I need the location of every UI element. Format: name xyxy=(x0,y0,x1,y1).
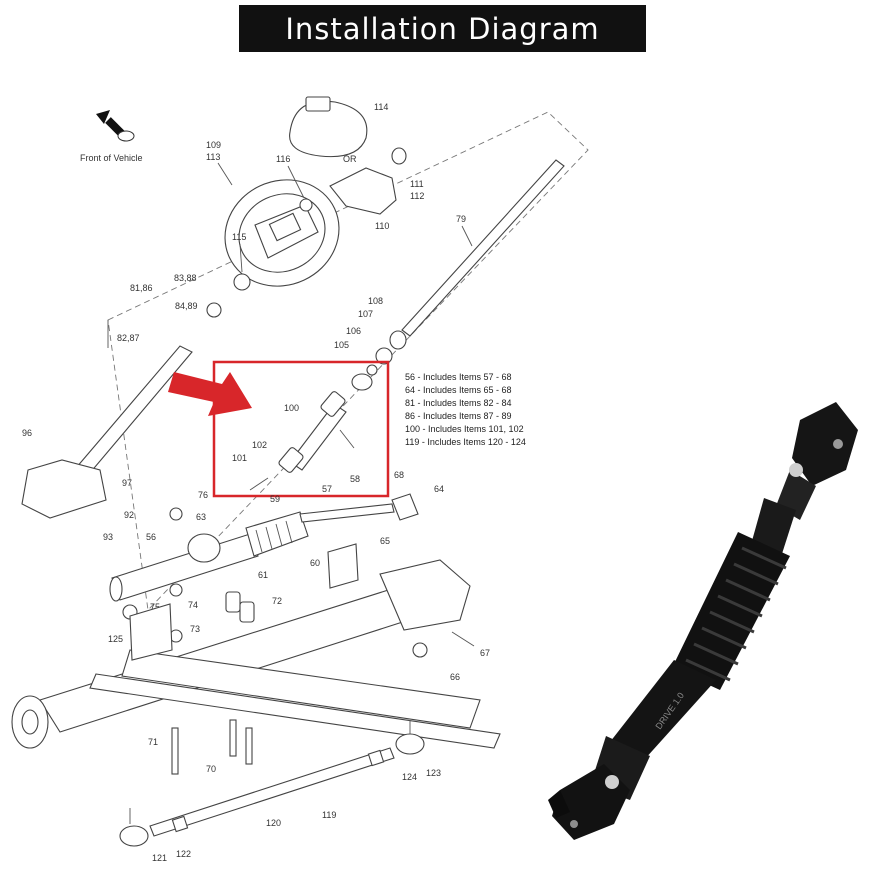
label-114: 114 xyxy=(374,102,388,112)
label-75: 75 xyxy=(150,602,160,612)
label-120: 120 xyxy=(266,818,281,828)
label-71: 71 xyxy=(148,737,158,747)
dashed-boundary xyxy=(107,111,589,611)
label-119: 119 xyxy=(322,810,336,820)
horn-ring xyxy=(391,147,407,165)
label-67: 67 xyxy=(480,648,490,658)
front-axle xyxy=(11,543,501,749)
snap-ring xyxy=(351,373,373,391)
label-102: 102 xyxy=(252,440,267,450)
label-109: 109 xyxy=(206,140,221,150)
label-96: 96 xyxy=(22,428,32,438)
tie-rod xyxy=(119,733,425,847)
label-93: 93 xyxy=(103,532,113,542)
label-107: 107 xyxy=(358,309,373,319)
label-84-89: 84,89 xyxy=(175,301,198,311)
label-66: 66 xyxy=(450,672,460,682)
washer xyxy=(366,364,378,376)
title-banner: Installation Diagram xyxy=(239,5,646,52)
front-of-vehicle-label: Front of Vehicle xyxy=(80,153,143,163)
title-text: Installation Diagram xyxy=(285,11,600,46)
bushing xyxy=(375,347,393,365)
bearing xyxy=(206,302,222,318)
label-56: 56 xyxy=(146,532,156,542)
note-line: 100 - Includes Items 101, 102 xyxy=(405,424,524,434)
includes-notes: 56 - Includes Items 57 - 68 64 - Include… xyxy=(405,372,526,447)
note-line: 81 - Includes Items 82 - 84 xyxy=(405,398,512,408)
label-121: 121 xyxy=(152,853,167,863)
label-76: 76 xyxy=(198,490,208,500)
label-59: 59 xyxy=(270,494,280,504)
note-line: 119 - Includes Items 120 - 124 xyxy=(405,437,526,447)
steering-shaft xyxy=(401,159,565,337)
label-110: 110 xyxy=(375,221,389,231)
column-bracket xyxy=(21,459,107,519)
label-64: 64 xyxy=(434,484,444,494)
o-ring xyxy=(389,330,407,350)
label-112: 112 xyxy=(410,191,424,201)
label-57: 57 xyxy=(322,484,332,494)
label-100: 100 xyxy=(284,403,299,413)
label-97: 97 xyxy=(122,478,132,488)
label-60: 60 xyxy=(310,558,320,568)
note-line: 64 - Includes Items 65 - 68 xyxy=(405,385,512,395)
label-108: 108 xyxy=(368,296,383,306)
label-106: 106 xyxy=(346,326,361,336)
steering-rack xyxy=(109,493,419,602)
label-61: 61 xyxy=(258,570,268,580)
label-79: 79 xyxy=(456,214,466,224)
mounting-plate xyxy=(329,167,397,215)
label-82-87: 82,87 xyxy=(117,333,140,343)
horn-cap xyxy=(289,96,368,158)
label-113: 113 xyxy=(206,152,220,162)
label-83-88: 83,88 xyxy=(174,273,197,283)
label-81-86: 81,86 xyxy=(130,283,153,293)
label-63: 63 xyxy=(196,512,206,522)
highlight-box xyxy=(212,360,390,498)
label-105: 105 xyxy=(334,340,349,350)
label-122: 122 xyxy=(176,849,191,859)
label-115: 115 xyxy=(232,232,246,242)
steering-column xyxy=(69,345,193,481)
label-111: 111 xyxy=(410,179,424,189)
label-101: 101 xyxy=(232,453,247,463)
label-73: 73 xyxy=(190,624,200,634)
red-arrow-icon xyxy=(168,372,252,416)
label-116: 116 xyxy=(276,154,290,164)
note-line: 56 - Includes Items 57 - 68 xyxy=(405,372,512,382)
label-123: 123 xyxy=(426,768,441,778)
steering-wheel xyxy=(224,179,340,287)
label-72: 72 xyxy=(272,596,282,606)
label-58: 58 xyxy=(350,474,360,484)
product-steering-shaft: DRIVE 1.0 xyxy=(548,402,858,840)
label-124: 124 xyxy=(402,772,417,782)
label-65: 65 xyxy=(380,536,390,546)
label-74: 74 xyxy=(188,600,198,610)
label-68: 68 xyxy=(394,470,404,480)
label-125: 125 xyxy=(108,634,123,644)
wheel-nut xyxy=(233,273,251,291)
label-70: 70 xyxy=(206,764,216,774)
label-92: 92 xyxy=(124,510,134,520)
front-arrow-icon xyxy=(96,110,135,142)
intermediate-shaft xyxy=(278,391,355,473)
note-line: 86 - Includes Items 87 - 89 xyxy=(405,411,512,421)
or-label: OR xyxy=(343,154,357,164)
